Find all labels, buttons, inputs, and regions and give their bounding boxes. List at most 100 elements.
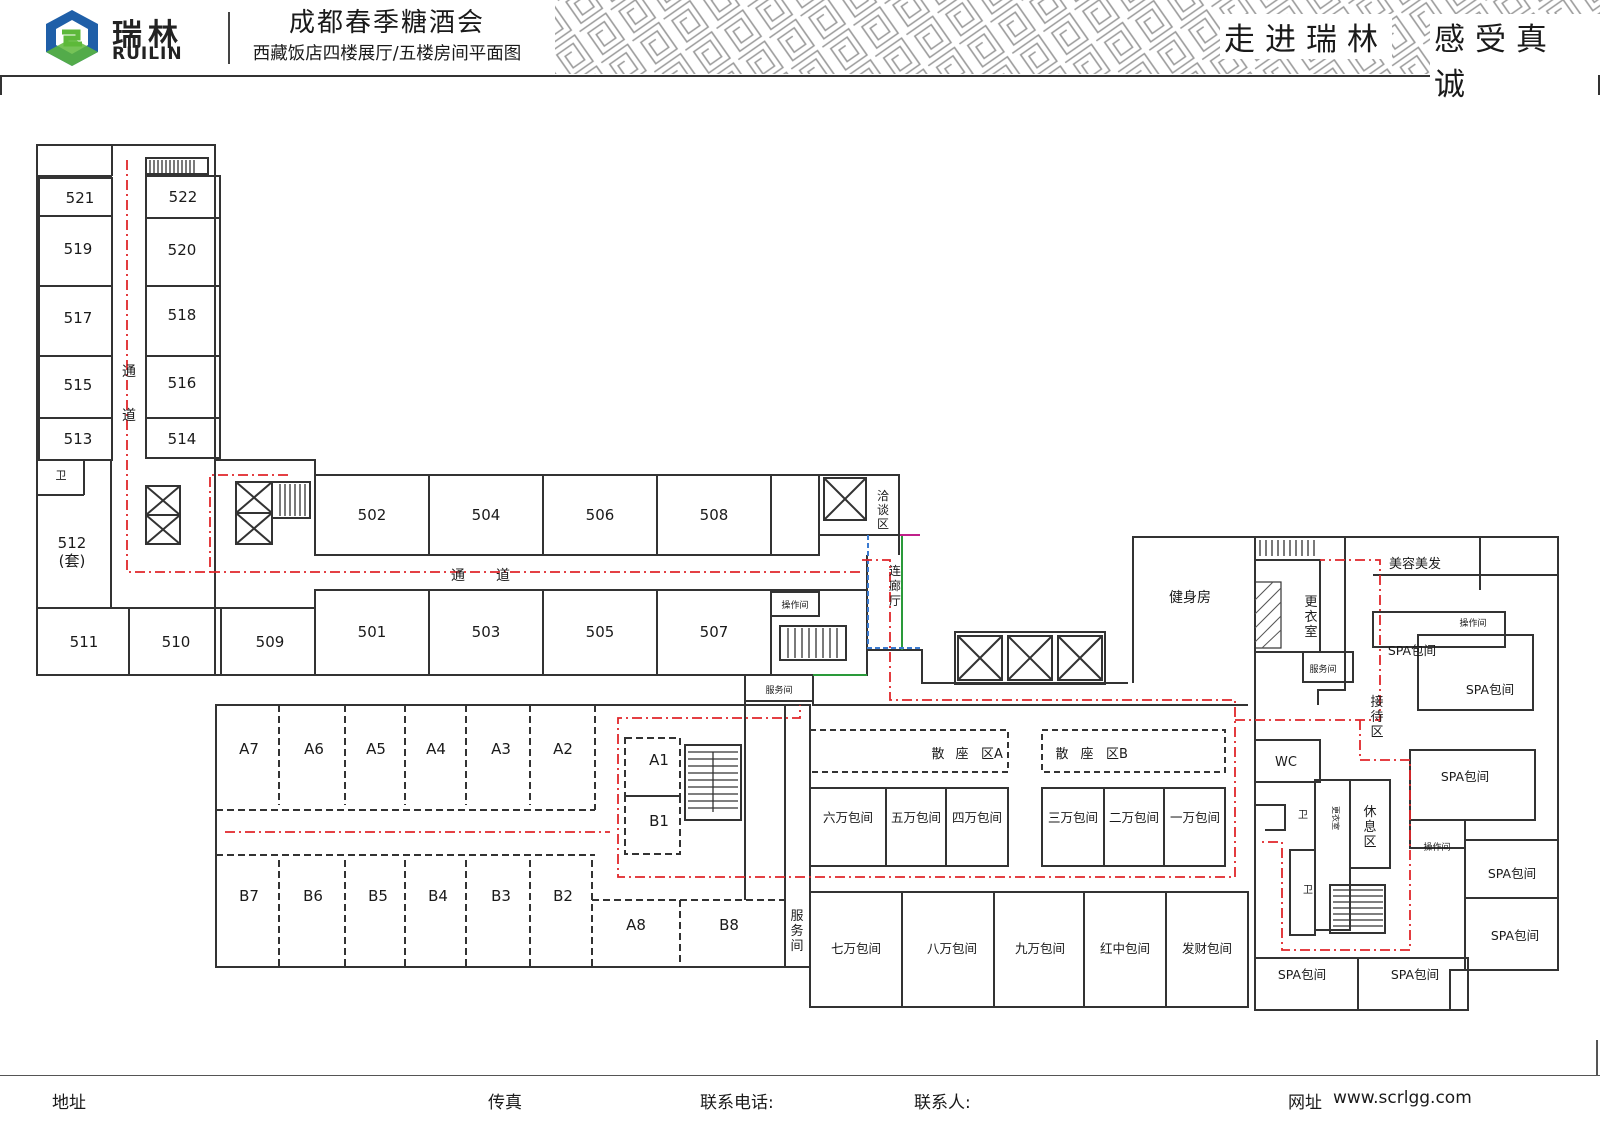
room-511-label: 511 bbox=[70, 633, 99, 651]
hatched-shaft bbox=[1254, 581, 1282, 649]
service-room-label: 服务间 bbox=[765, 684, 792, 696]
operation-room-spa-label: 操作间 bbox=[1423, 841, 1450, 853]
booth-b5-label: B5 bbox=[368, 887, 388, 905]
restroom-label-spa-2: 卫 bbox=[1303, 885, 1313, 896]
room-504-label: 504 bbox=[472, 506, 501, 524]
room-517-label: 517 bbox=[64, 309, 93, 327]
room-512-suite-label: (套) bbox=[59, 552, 86, 570]
room-514 bbox=[145, 417, 221, 459]
seating-a-label-2: 座 bbox=[955, 747, 968, 762]
spa-room-5 bbox=[1464, 897, 1559, 971]
spa-room-2-label: SPA包间 bbox=[1466, 682, 1514, 697]
seating-b-label-3: 区B bbox=[1106, 747, 1128, 762]
private-room-70k-label: 七万包间 bbox=[831, 941, 881, 956]
seating-area-a bbox=[809, 729, 1009, 773]
changing-label-1: 更 bbox=[1304, 595, 1317, 610]
private-room-40k-label: 四万包间 bbox=[952, 810, 1002, 825]
event-title: 成都春季糖酒会 bbox=[288, 8, 485, 38]
corridor-label-4: 道 bbox=[496, 568, 510, 584]
corridor-label-3: 通 bbox=[451, 568, 465, 584]
negotiation-label-2: 谈 bbox=[877, 503, 889, 517]
changing-label-3: 室 bbox=[1304, 624, 1317, 640]
service-vertical-3: 间 bbox=[790, 939, 803, 954]
page-header: 瑞林 RUILIN 成都春季糖酒会 西藏饭店四楼展厅/五楼房间平面图 走进瑞林 … bbox=[0, 0, 1600, 104]
seating-b-label-1: 散 bbox=[1055, 747, 1068, 762]
booth-b7-label: B7 bbox=[239, 887, 259, 905]
rest-area-label-2: 息 bbox=[1363, 819, 1376, 835]
private-room-60k-label: 六万包间 bbox=[823, 810, 873, 825]
ruilin-logo-icon bbox=[46, 10, 98, 66]
gallery-label-2: 廊 bbox=[889, 578, 901, 593]
page-footer: 地址 传真 联系电话: 联系人: 网址 www.scrlgg.com bbox=[0, 1075, 1600, 1132]
room-513-label: 513 bbox=[64, 430, 93, 448]
room-519-label: 519 bbox=[64, 240, 93, 258]
frame-edge-right bbox=[1598, 75, 1600, 95]
booth-a3-label: A3 bbox=[491, 740, 511, 758]
private-room-30k-label: 三万包间 bbox=[1048, 810, 1098, 825]
private-room-20k-label: 二万包间 bbox=[1109, 810, 1159, 825]
booth-b2-label: B2 bbox=[553, 887, 573, 905]
reception-label-1: 接 bbox=[1370, 694, 1383, 710]
booth-a5-label: A5 bbox=[366, 740, 386, 758]
reception-label-3: 区 bbox=[1370, 725, 1383, 740]
fret-pattern-banner bbox=[555, 0, 1600, 74]
service-room-gym-label: 服务间 bbox=[1309, 663, 1336, 675]
gallery-label-3: 厅 bbox=[889, 594, 901, 608]
room-506-label: 506 bbox=[586, 506, 615, 524]
elevator-bank bbox=[954, 631, 1106, 685]
booth-a1-label: A1 bbox=[649, 751, 669, 769]
spa-room-3 bbox=[1409, 749, 1536, 821]
brand-name-english: RUILIN bbox=[112, 44, 183, 64]
footer-website-label: 网址 bbox=[1288, 1093, 1322, 1113]
slogan-left: 走进瑞林 bbox=[1220, 14, 1392, 59]
room-510-label: 510 bbox=[162, 633, 191, 651]
booth-a4-label: A4 bbox=[426, 740, 446, 758]
spa-room-1 bbox=[1372, 611, 1506, 648]
restroom-label-west: 卫 bbox=[56, 469, 67, 482]
negotiation-label-3: 区 bbox=[877, 517, 889, 531]
spa-room-6 bbox=[1254, 957, 1359, 1011]
spa-room-5-label: SPA包间 bbox=[1491, 928, 1539, 943]
room-515-label: 515 bbox=[64, 376, 93, 394]
frame-edge-bottom-right bbox=[1596, 1040, 1598, 1075]
private-room-30k bbox=[1041, 787, 1105, 867]
changing-label-2: 衣 bbox=[1304, 609, 1317, 625]
rest-area-label-1: 休 bbox=[1363, 805, 1376, 820]
spa-room-3-label: SPA包间 bbox=[1441, 769, 1489, 784]
private-room-20k bbox=[1103, 787, 1165, 867]
room-502-label: 502 bbox=[358, 506, 387, 524]
restroom-label-spa-1: 卫 bbox=[1298, 810, 1308, 821]
rest-area-label-3: 区 bbox=[1363, 835, 1376, 850]
private-room-fortune bbox=[1165, 891, 1249, 1008]
footer-address-label: 地址 bbox=[52, 1093, 86, 1113]
booth-a2-label: A2 bbox=[553, 740, 573, 758]
booth-a6-label: A6 bbox=[304, 740, 324, 758]
booth-b8-label: B8 bbox=[719, 916, 739, 934]
visitor-route bbox=[126, 160, 1411, 951]
private-room-10k bbox=[1163, 787, 1226, 867]
corridor-label-2: 道 bbox=[122, 408, 136, 424]
stair-top bbox=[145, 157, 209, 175]
room-512-label: 512 bbox=[58, 534, 87, 552]
stair-center bbox=[271, 481, 311, 519]
stair-east bbox=[779, 625, 847, 661]
frame-edge-left bbox=[0, 75, 2, 95]
booth-a7-label: A7 bbox=[239, 740, 259, 758]
spa-room-7 bbox=[1357, 957, 1469, 1011]
gym-label: 健身房 bbox=[1169, 590, 1211, 606]
changing-room-small-label: 更衣室 bbox=[1331, 806, 1341, 830]
room-521-label: 521 bbox=[66, 189, 95, 207]
operation-room bbox=[770, 591, 820, 617]
wc-label: WC bbox=[1275, 755, 1297, 770]
operation-room-spa-top-label: 操作间 bbox=[1459, 617, 1486, 629]
spa-room-6-label: SPA包间 bbox=[1278, 967, 1326, 982]
elevator-east bbox=[823, 477, 867, 521]
room-503-label: 503 bbox=[472, 623, 501, 641]
booth-b1-label: B1 bbox=[649, 812, 669, 830]
room-520-label: 520 bbox=[168, 241, 197, 259]
footer-website-link[interactable]: www.scrlgg.com bbox=[1333, 1088, 1472, 1108]
room-501-label: 501 bbox=[358, 623, 387, 641]
service-vertical-2: 务 bbox=[790, 923, 803, 939]
rest-area bbox=[1349, 779, 1391, 869]
slogan-right: 感受真诚 bbox=[1430, 14, 1600, 104]
